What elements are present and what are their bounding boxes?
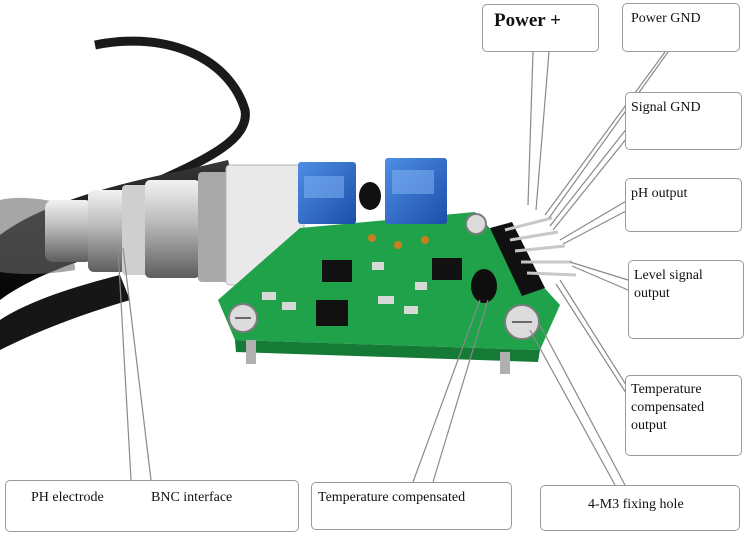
label-level-signal-output: Level signal output [634, 268, 703, 301]
label-temperature-compensated-output: Temperature compensated output [631, 382, 705, 433]
callout-ph-electrode-bnc: PH electrode BNC interface [5, 480, 299, 532]
label-signal-gnd: Signal GND [631, 100, 701, 115]
label-power-plus: Power + [494, 10, 561, 31]
callout-ph-output: pH output [625, 178, 742, 232]
callout-power-gnd: Power GND [622, 3, 740, 52]
potentiometers [298, 158, 447, 224]
callout-level-signal-output: Level signal output [628, 260, 744, 339]
temperature-compensation-component [471, 269, 497, 303]
label-fixing-hole: 4-M3 fixing hole [588, 497, 684, 512]
callout-temperature-compensated: Temperature compensated [311, 482, 512, 530]
header-pins [490, 216, 577, 296]
label-power-gnd: Power GND [631, 11, 701, 26]
label-bnc-interface: BNC interface [151, 490, 233, 505]
callout-temperature-compensated-output: Temperature compensated output [625, 375, 742, 456]
label-temperature-compensated: Temperature compensated [318, 490, 466, 505]
callout-signal-gnd: Signal GND [625, 92, 742, 150]
callout-fixing-hole: 4-M3 fixing hole [540, 485, 740, 531]
label-ph-output: pH output [631, 186, 688, 201]
callout-power-plus: Power + [482, 4, 599, 52]
label-ph-electrode: PH electrode [31, 490, 104, 505]
bnc-connector [45, 164, 305, 286]
leader-lines [117, 51, 669, 486]
